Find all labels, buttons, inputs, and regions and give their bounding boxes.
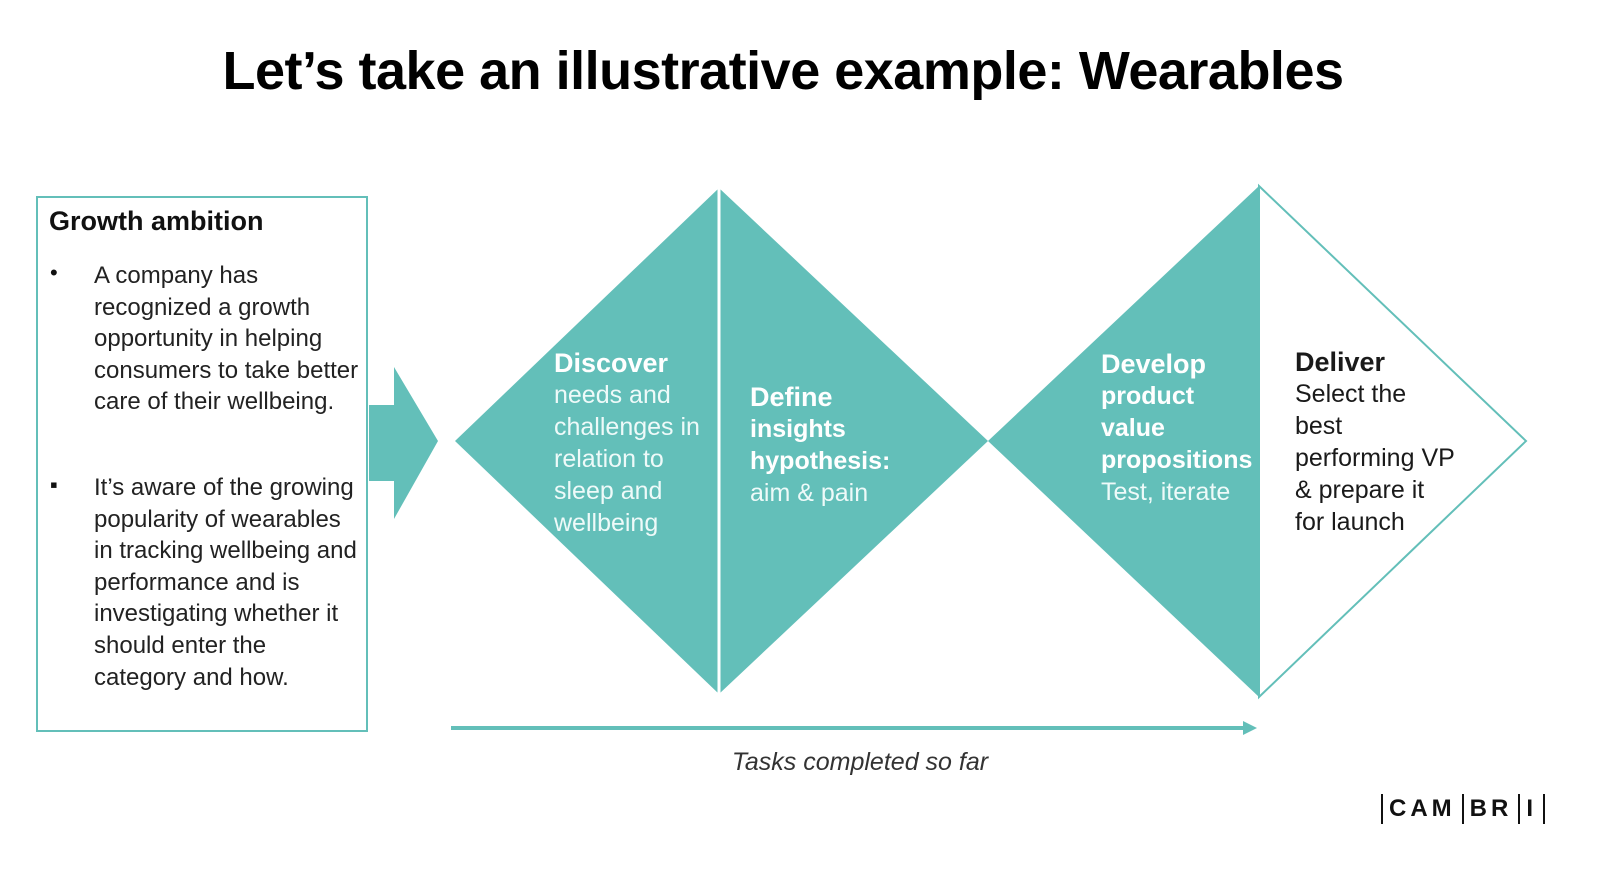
bullet-marker: ▪ — [50, 472, 58, 497]
growth-ambition-heading: Growth ambition — [49, 206, 264, 236]
logo-part: BR — [1469, 795, 1513, 822]
define-half — [719, 188, 988, 694]
discover-label: Discover needs and challenges in relatio… — [554, 347, 700, 539]
discover-text: needs and — [554, 381, 671, 409]
deliver-text: for launch — [1295, 508, 1405, 536]
discover-text: challenges in — [554, 413, 700, 441]
discover-text: sleep and — [554, 477, 663, 505]
develop-bold-text: product — [1101, 382, 1195, 410]
develop-heading: Develop — [1101, 349, 1207, 379]
flow-arrow — [369, 367, 438, 519]
bullet-text: A company has recognized a growth opport… — [94, 262, 359, 416]
deliver-text: best — [1295, 412, 1343, 440]
define-bold-text: hypothesis: — [750, 447, 891, 475]
logo-part: CAM — [1389, 795, 1456, 822]
logo-divider — [1381, 794, 1383, 824]
logo-divider — [1461, 794, 1464, 824]
deliver-heading: Deliver — [1295, 347, 1386, 377]
develop-half — [988, 186, 1259, 697]
discover-half — [455, 188, 719, 694]
discover-heading: Discover — [554, 348, 669, 378]
deliver-text: Select the — [1295, 380, 1407, 408]
define-heading: Define — [750, 382, 833, 412]
growth-ambition-box: Growth ambition • A company has recogniz… — [36, 196, 368, 732]
develop-bold-text: value — [1101, 414, 1165, 442]
deliver-half — [1258, 183, 1528, 700]
deliver-text: performing VP — [1295, 444, 1455, 472]
logo-divider — [1543, 794, 1545, 824]
bullet-text: It’s aware of the growing popularity of … — [94, 474, 357, 691]
develop-text: Test, iterate — [1101, 478, 1231, 506]
develop-bold-text: propositions — [1101, 446, 1253, 474]
logo-divider — [1518, 794, 1521, 824]
progress-arrowhead — [1243, 721, 1257, 735]
deliver-text: & prepare it — [1295, 476, 1425, 504]
define-text: aim & pain — [750, 479, 869, 507]
bullet-marker: • — [50, 260, 58, 285]
discover-text: wellbeing — [554, 509, 659, 537]
discover-text: relation to — [554, 445, 664, 473]
logo-part: I — [1526, 795, 1537, 822]
define-bold-text: insights — [750, 415, 846, 443]
progress-caption: Tasks completed so far — [731, 748, 989, 776]
deliver-label: Deliver Select the best performing VP & … — [1295, 346, 1455, 538]
page-title: Let’s take an illustrative example: Wear… — [222, 41, 1344, 101]
cambri-logo: CAM BR I — [1375, 793, 1551, 825]
develop-label: Develop product value propositions Test,… — [1101, 348, 1252, 508]
define-label: Define insights hypothesis: aim & pain — [750, 381, 890, 509]
